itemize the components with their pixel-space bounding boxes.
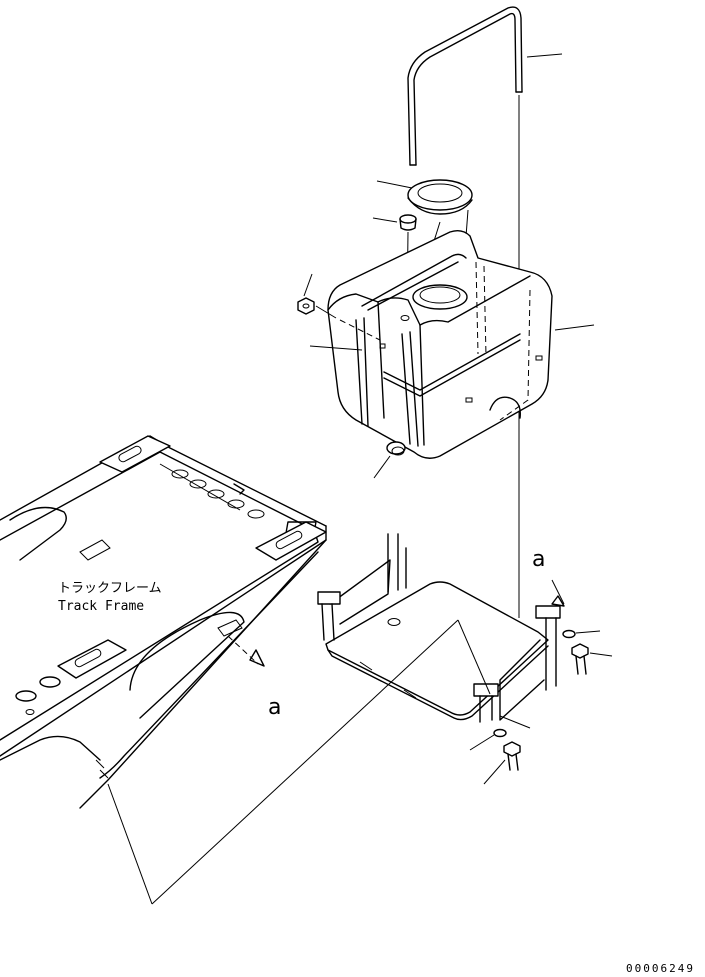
bolt-washer-lower — [469, 728, 521, 785]
view-label-a-lower: a — [268, 695, 281, 720]
track-frame-label-en: Track Frame — [58, 599, 144, 614]
mounting-leader — [107, 619, 491, 905]
track-frame-label-jp: トラックフレーム — [58, 581, 162, 596]
track-frame — [0, 435, 327, 809]
bolt-washer-right — [562, 629, 613, 675]
view-label-a-lower-group: a — [268, 695, 281, 720]
nut-part — [297, 273, 337, 319]
view-label-a-upper: a — [532, 547, 545, 572]
water-tank — [309, 229, 595, 459]
document-number: 00006249 — [626, 962, 695, 975]
drain-plug-part — [373, 441, 406, 479]
view-arrow-a-upper: a — [532, 547, 565, 607]
